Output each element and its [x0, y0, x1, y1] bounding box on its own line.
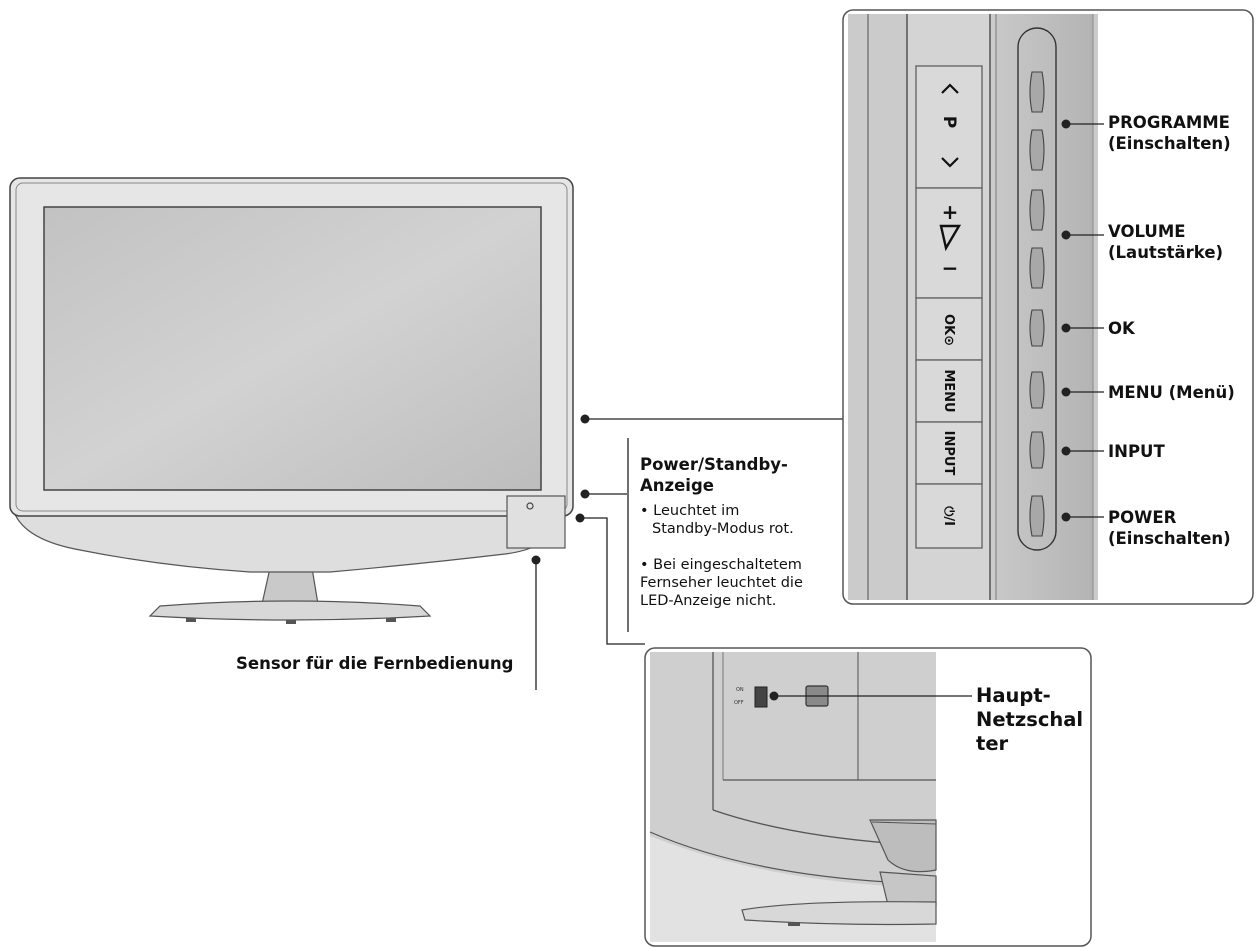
vol-down-button[interactable]: [1029, 247, 1045, 289]
label-power-standby-bullet1: • Leuchtet im Standby-Modus rot.: [640, 503, 794, 537]
vol-up-button[interactable]: [1029, 189, 1045, 231]
label-power: POWER (Einschalten): [1108, 508, 1231, 548]
power-led: [526, 502, 534, 510]
volume-wedge-icon: [939, 224, 962, 252]
sensor-window: [506, 495, 566, 549]
main-power-switch[interactable]: [754, 686, 768, 708]
label-menu: MENU (Menü): [1108, 383, 1235, 402]
label-volume: VOLUME (Lautstärke): [1108, 222, 1224, 262]
switch-on-label: ON: [736, 687, 744, 693]
prog-up-glyph: [941, 83, 959, 94]
label-programme: PROGRAMME (Einschalten): [1108, 113, 1231, 153]
prog-down-glyph: [941, 157, 959, 168]
prog-down-button[interactable]: [1029, 129, 1045, 171]
input-button[interactable]: [1029, 431, 1045, 469]
tv-leader-lines: [535, 418, 843, 690]
menu-glyph: MENU: [941, 369, 956, 412]
label-power-standby-bullet2: • Bei eingeschaltetem Fernseher leuchtet…: [640, 557, 803, 609]
ok-button[interactable]: [1029, 309, 1045, 347]
menu-button[interactable]: [1029, 371, 1045, 409]
input-glyph: INPUT: [941, 431, 956, 476]
power-glyph: ⏻/I: [941, 506, 956, 526]
prog-glyph: P: [939, 116, 959, 128]
tv-lower-bezel: [13, 511, 567, 573]
vol-down-glyph: −: [942, 256, 959, 280]
vol-up-glyph: +: [942, 200, 959, 224]
tv-stand-base: [148, 600, 432, 621]
main-switch-inset: ON OFF: [644, 647, 1092, 947]
tv-screen: [43, 206, 542, 491]
power-button[interactable]: [1029, 495, 1045, 537]
tv-stand-neck: [261, 567, 319, 605]
switch-off-label: OFF: [734, 700, 744, 706]
label-ok: OK: [1108, 319, 1135, 338]
tv-set: [9, 177, 574, 624]
ok-glyph: OK⊙: [941, 314, 956, 346]
label-input: INPUT: [1108, 442, 1165, 461]
side-panel-inset: P + − OK⊙ MENU INPUT ⏻/I: [842, 9, 1254, 605]
label-power-standby-title: Power/Standby- Anzeige: [640, 455, 788, 495]
label-sensor: Sensor für die Fernbedienung: [236, 654, 514, 673]
label-main-switch: Haupt- Netzschal ter: [976, 684, 1084, 755]
prog-up-button[interactable]: [1029, 71, 1045, 113]
